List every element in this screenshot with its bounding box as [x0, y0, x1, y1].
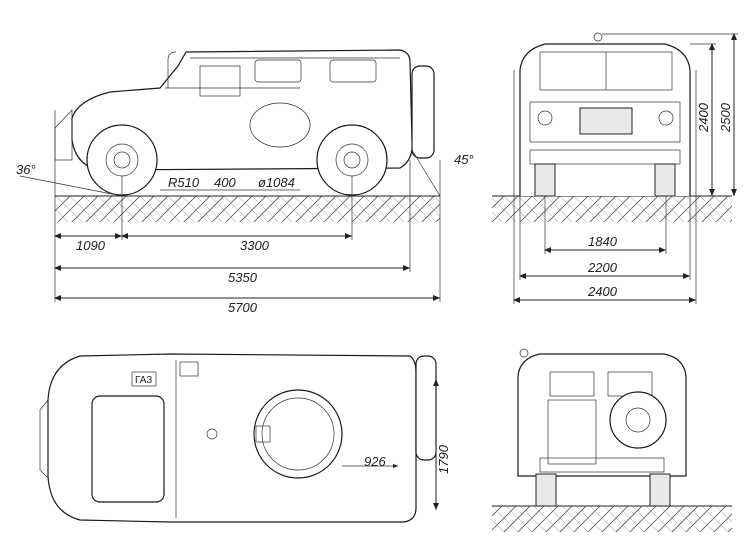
bull-bar-top [39, 399, 49, 479]
rear-window-left [549, 371, 595, 397]
ground-hatch-front [492, 196, 732, 222]
side-view: 36° 45° R510 400 ø1084 1090 3300 5350 57… [16, 49, 474, 315]
rear-window-1 [254, 59, 302, 83]
rear-right-tire [649, 473, 671, 507]
front-guard [54, 109, 73, 161]
approach-angle-line [19, 175, 123, 197]
track-label: 1840 [588, 234, 618, 249]
departure-angle-line [411, 149, 441, 197]
rear-spare-hub [625, 407, 651, 433]
roof-vent [179, 361, 199, 377]
side-door-hatch [249, 102, 311, 148]
rear-wheel-center [343, 151, 361, 169]
hatch-hinge [255, 425, 271, 443]
front-left-tire [534, 163, 556, 197]
roof-lines [165, 57, 400, 89]
length-label: 5350 [228, 270, 258, 285]
rear-window-2 [329, 59, 377, 83]
overall-length-label: 5700 [228, 300, 258, 315]
spare-wheel-top [415, 355, 437, 461]
roof-width-label: 1790 [436, 444, 451, 474]
right-headlight [658, 110, 674, 126]
wheelbase-label: 3300 [240, 238, 270, 253]
height-label: 2400 [696, 102, 711, 133]
front-view: 1840 2200 2400 2400 2500 [492, 32, 738, 304]
grille-area [529, 101, 681, 143]
hood-badge: ГАЗ [135, 375, 152, 386]
ground-hatch [55, 196, 440, 222]
roof-hatch-inner [261, 397, 335, 471]
rear-left-tire [535, 473, 557, 507]
grille [579, 107, 633, 135]
departure-angle-label: 45° [454, 152, 474, 167]
overall-height-label: 2500 [718, 102, 733, 133]
approach-angle-label: 36° [16, 162, 36, 177]
spare-wheel-side [411, 65, 435, 159]
rear-bumper [539, 457, 665, 473]
roof-beacon [593, 32, 603, 42]
hood-panel [91, 395, 165, 503]
roof-antenna-base [206, 428, 218, 440]
hatch-diameter-label: 926 [364, 454, 386, 469]
wheel-radius-label: R510 [168, 175, 200, 190]
bumper [529, 149, 681, 165]
wheel-diameter-label: ø1084 [258, 175, 295, 190]
overall-width-label: 2400 [587, 284, 618, 299]
front-right-tire [654, 163, 676, 197]
top-view: ГАЗ 926 1790 [39, 353, 451, 523]
roof-hatch [253, 389, 343, 479]
rear-view [492, 348, 732, 532]
rear-door [547, 399, 597, 465]
ground-clearance-label: 400 [214, 175, 236, 190]
front-wheel-center [113, 151, 131, 169]
snorkel [167, 51, 177, 88]
hood-badge-box [131, 371, 157, 387]
rear-roof-light [519, 348, 529, 358]
front-window [199, 65, 241, 97]
ground-hatch-rear [492, 506, 732, 532]
rear-spare-wheel [609, 391, 667, 449]
left-headlight [537, 110, 553, 126]
width-label: 2200 [587, 260, 618, 275]
front-overhang-label: 1090 [76, 238, 106, 253]
